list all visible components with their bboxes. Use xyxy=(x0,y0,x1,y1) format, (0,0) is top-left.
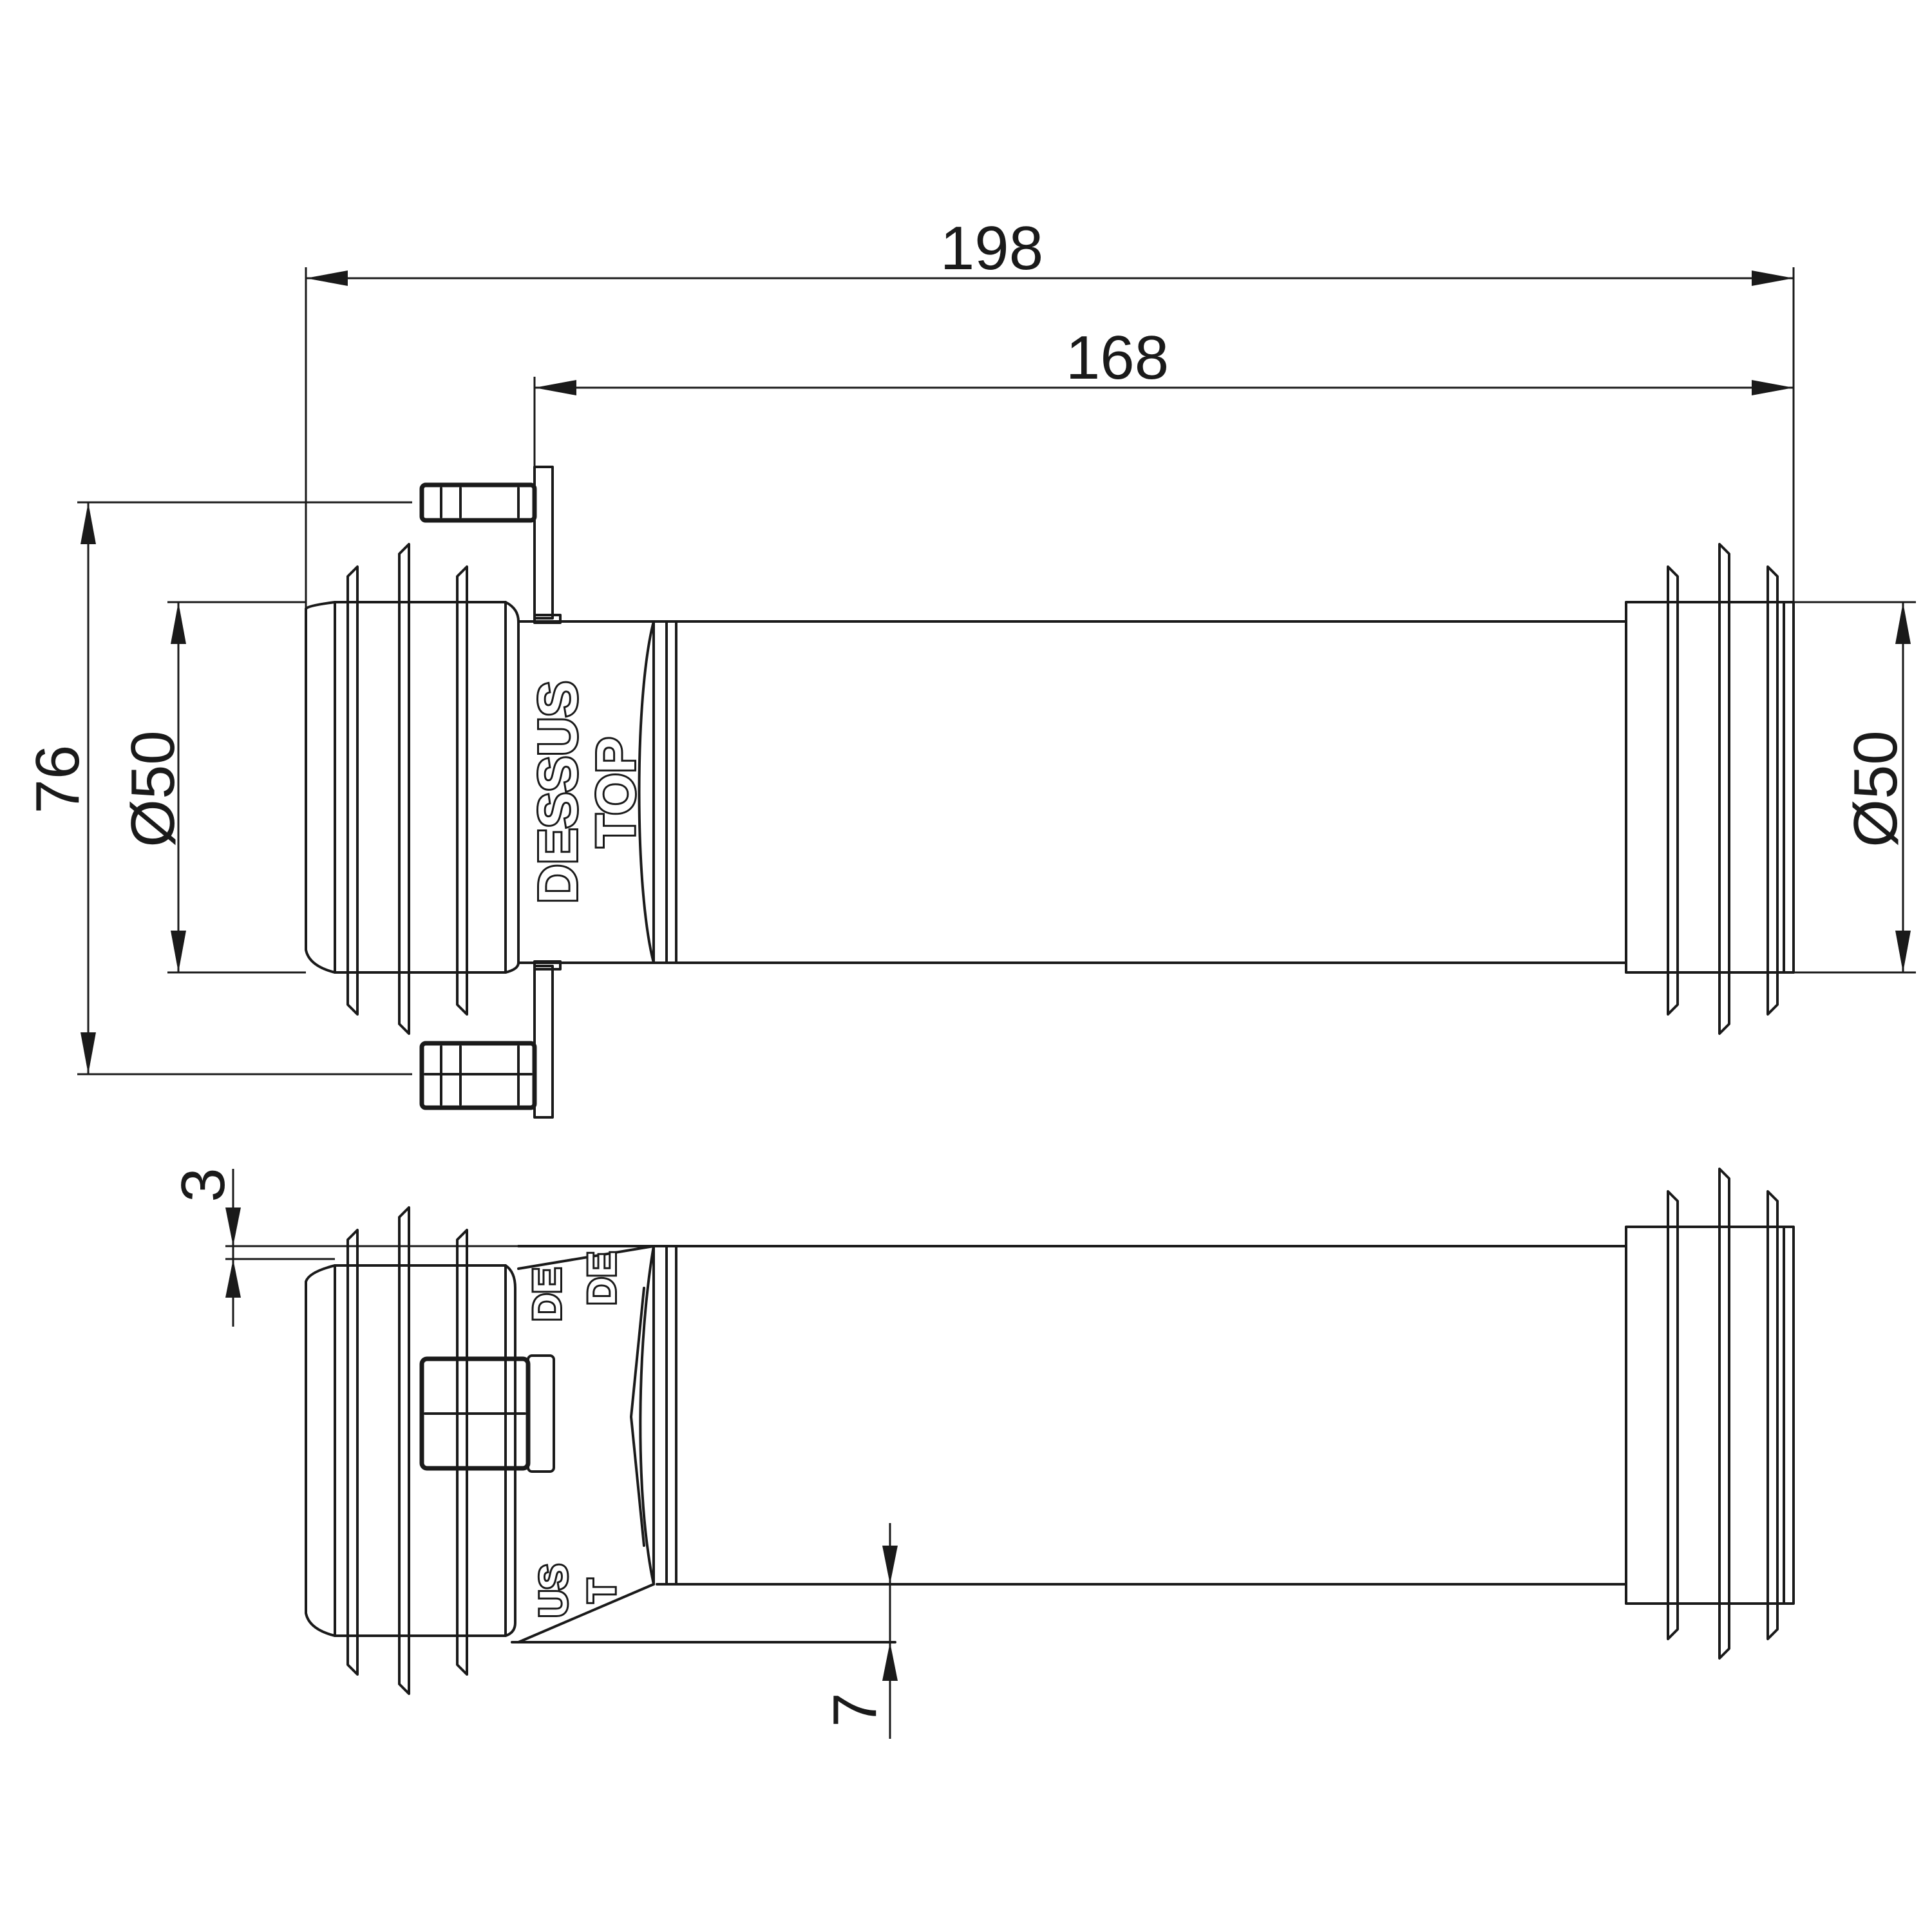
side-left-socket xyxy=(305,1206,516,1695)
side-marking-top-b: DE xyxy=(580,1251,623,1305)
dimension-198: 198 xyxy=(305,214,1795,609)
side-marking-top-a: DE xyxy=(526,1267,569,1321)
side-marking-bottom-b: T xyxy=(580,1579,623,1603)
dim-198-label: 198 xyxy=(940,214,1043,283)
side-marking-bottom-a: US xyxy=(532,1564,575,1617)
side-pipe-body xyxy=(511,1245,1627,1643)
dim-left-diameter-label: Ø50 xyxy=(118,730,187,847)
lower-pin xyxy=(419,1041,537,1110)
marking-top: TOP xyxy=(585,737,646,847)
marking-dessus: DESSUS xyxy=(527,681,588,903)
dimension-7: 7 xyxy=(820,1523,898,1739)
dim-168-label: 168 xyxy=(1066,323,1169,392)
side-view: DE DE US T xyxy=(305,1168,1795,1695)
dimension-76: 76 xyxy=(23,501,412,1075)
dim-7-label: 7 xyxy=(820,1692,889,1727)
dimension-3: 3 xyxy=(169,1168,654,1327)
dim-right-diameter-label: Ø50 xyxy=(1841,730,1910,847)
flange xyxy=(419,466,562,1119)
upper-pin xyxy=(419,482,537,523)
dimension-168: 168 xyxy=(533,323,1795,467)
pipe-body xyxy=(527,620,1627,964)
dimension-right-diameter: Ø50 xyxy=(1794,601,1916,974)
left-socket xyxy=(305,543,529,1035)
side-pin xyxy=(419,1354,555,1473)
dim-3-label: 3 xyxy=(169,1168,238,1202)
dim-76-label: 76 xyxy=(23,745,92,814)
top-view: DESSUS TOP xyxy=(305,466,1795,1119)
dimension-left-diameter: Ø50 xyxy=(118,601,306,974)
side-right-socket xyxy=(1625,1168,1795,1660)
right-socket xyxy=(1625,543,1795,1035)
